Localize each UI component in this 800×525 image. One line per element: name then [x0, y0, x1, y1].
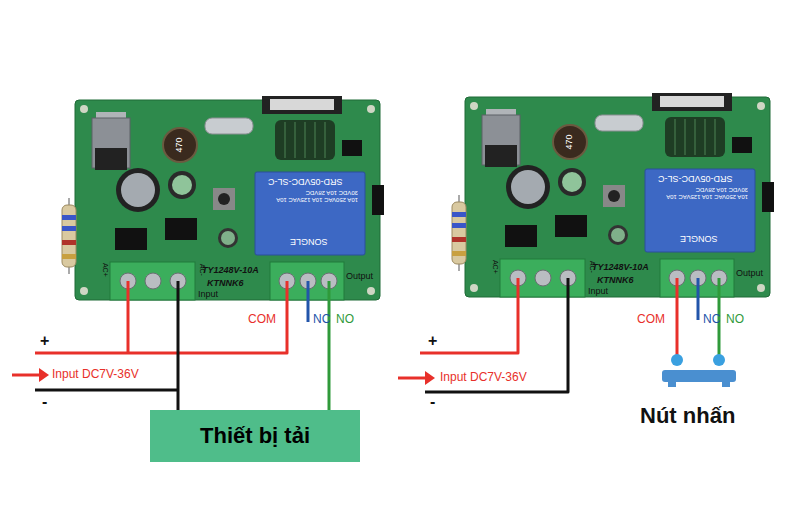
wire	[35, 281, 287, 353]
pin-name: NC	[313, 313, 330, 326]
wire	[177, 281, 180, 410]
part-marking: SONGLE	[680, 233, 718, 243]
board-marking: TY1248V-10A	[202, 265, 259, 275]
part-marking: 10A 250VAC 10A 125VAC 10A 30VDC 10A 28VD…	[262, 190, 358, 203]
terminal-label: Output	[346, 272, 373, 282]
terminal-label: Input	[588, 287, 608, 297]
pin-name: NO	[726, 313, 744, 326]
part-marking: 470	[565, 134, 575, 149]
board-marking: KTNNK6	[207, 278, 244, 288]
wire	[676, 278, 679, 356]
pin-name: COM	[248, 313, 276, 326]
terminal-label: AC+	[491, 260, 499, 274]
pin-name: NC	[703, 313, 720, 326]
supply-label: Input DC7V-36V	[440, 371, 527, 384]
polarity-sign: +	[428, 332, 437, 350]
terminal-label: Input	[198, 290, 218, 300]
part-marking: 470	[175, 137, 185, 152]
button-label: Nút nhấn	[640, 404, 735, 428]
wire	[697, 278, 700, 320]
pin-name: COM	[637, 313, 665, 326]
board-marking: KTNNK6	[597, 275, 634, 285]
terminal-label: Output	[736, 269, 763, 279]
polarity-sign: -	[42, 393, 47, 411]
input-arrow	[12, 368, 49, 382]
wires	[35, 278, 719, 410]
terminal-label: AC+	[101, 263, 109, 277]
part-marking: SONGLE	[290, 236, 328, 246]
part-marking: SRD-05VDC-SL-C	[268, 176, 343, 186]
part-marking: 10A 250VAC 10A 125VAC 10A 30VDC 10A 28VD…	[652, 187, 748, 200]
load-label: Thiết bị tải	[200, 423, 310, 449]
wire	[328, 281, 331, 300]
wire	[420, 278, 518, 353]
pin-name: NO	[336, 313, 354, 326]
board-marking: TY1248V-10A	[592, 262, 649, 272]
relay-board	[62, 96, 384, 300]
wire	[127, 281, 130, 353]
terminal-label: AC-	[198, 264, 206, 276]
polarity-sign: -	[430, 393, 435, 411]
terminal-label: AC-	[588, 261, 596, 273]
polarity-sign: +	[40, 332, 49, 350]
part-marking: SRD-05VDC-SL-C	[658, 173, 733, 183]
input-arrow	[398, 371, 435, 385]
wire	[425, 278, 568, 392]
load-box: Thiết bị tải	[150, 410, 360, 462]
relay-board	[452, 93, 774, 297]
push-button-symbol	[662, 354, 736, 387]
supply-label: Input DC7V-36V	[52, 368, 139, 381]
wire	[35, 389, 178, 392]
wire	[307, 281, 310, 322]
